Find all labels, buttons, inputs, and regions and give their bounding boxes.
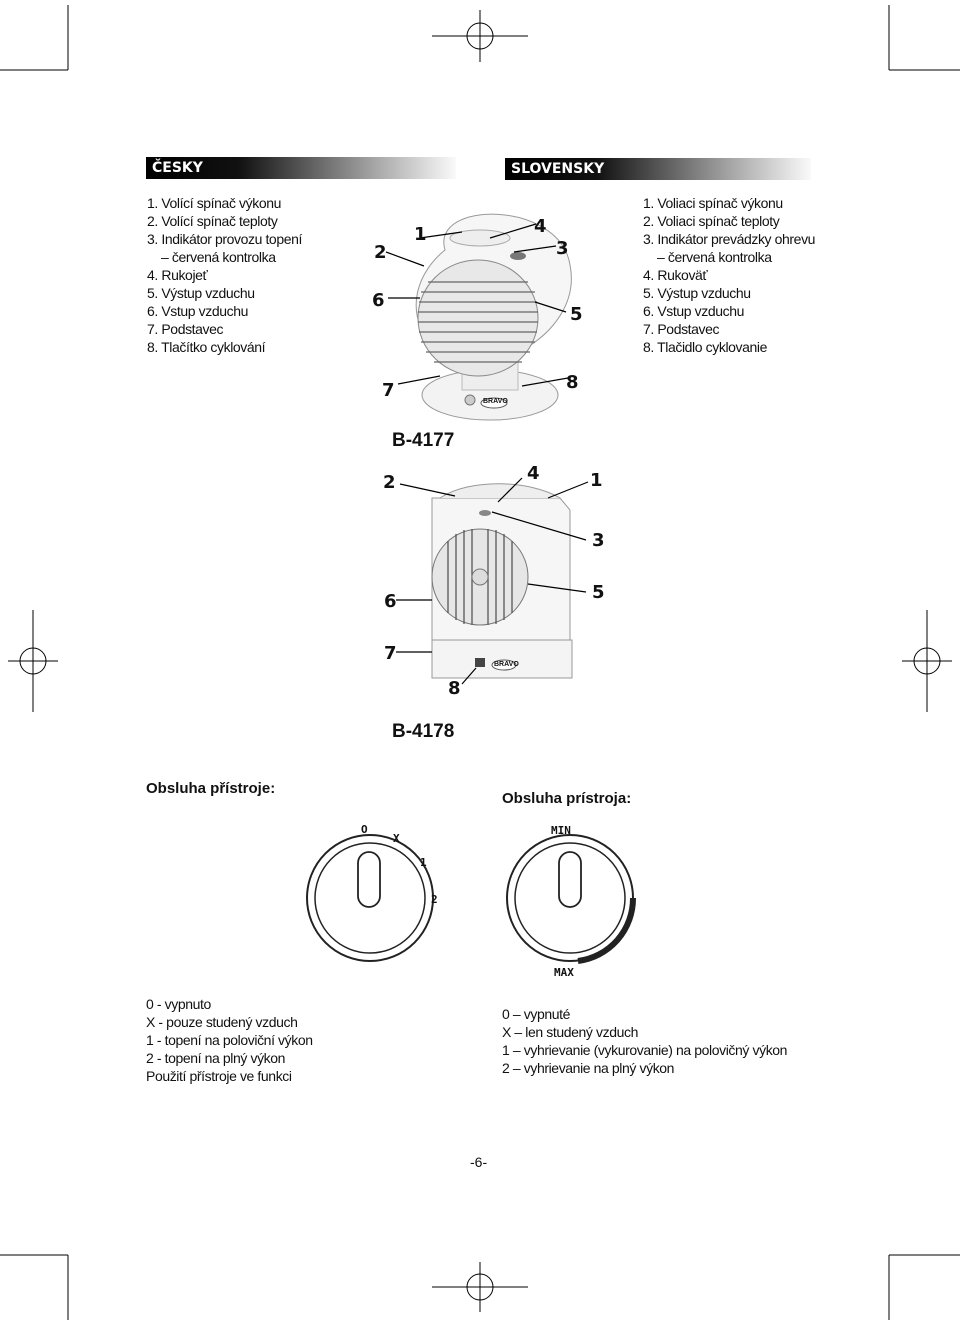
callout-b-4: 4 — [527, 463, 540, 484]
callout-a-5: 5 — [570, 304, 583, 325]
callout-a-8: 8 — [566, 372, 579, 393]
legend-item: 2 - topení na plný výkon — [146, 1050, 286, 1066]
dial-right — [506, 834, 637, 964]
legend-item: 0 - vypnuto — [146, 996, 211, 1012]
callout-b-3: 3 — [592, 530, 605, 551]
dial-right-label-max: MAX — [554, 966, 574, 979]
czech-legend: 0 - vypnuto X - pouze studený vzduch 1 -… — [146, 995, 313, 1085]
dial-left-label-2: 2 — [431, 893, 438, 906]
list-item: 3. Indikátor prevádzky ohrevu — [643, 231, 816, 247]
slovak-operation-title: Obsluha prístroja: — [502, 790, 632, 807]
list-item: 8. Tlačítko cyklování — [147, 339, 266, 355]
legend-item: X – len studený vzduch — [502, 1024, 638, 1040]
callout-b-7: 7 — [384, 643, 397, 664]
czech-operation-title: Obsluha přístroje: — [146, 780, 276, 797]
callout-b-5: 5 — [592, 582, 605, 603]
heater-b4178-illustration — [431, 483, 573, 679]
list-item: 3. Indikátor provozu topení — [147, 231, 302, 247]
list-item: 4. Rukojeť — [147, 267, 208, 283]
callout-a-7: 7 — [382, 380, 395, 401]
legend-item: 0 – vypnuté — [502, 1006, 570, 1022]
list-item: 5. Výstup vzduchu — [643, 285, 751, 301]
dial-left — [306, 834, 434, 962]
callout-a-6: 6 — [372, 290, 385, 311]
list-item: – červená kontrolka — [657, 249, 772, 265]
heater-b4177-illustration — [415, 213, 572, 421]
callout-b-8: 8 — [448, 678, 461, 699]
list-item: 6. Vstup vzduchu — [643, 303, 744, 319]
leader-lines-b4178 — [396, 477, 589, 685]
callout-b-6: 6 — [384, 591, 397, 612]
dial-left-label-1: 1 — [420, 856, 427, 869]
list-item: 1. Voliaci spínač výkonu — [643, 195, 783, 211]
dial-left-label-o: O — [361, 823, 368, 836]
legend-item: Použití přístroje ve funkci — [146, 1068, 292, 1084]
list-item: 2. Voliaci spínač teploty — [643, 213, 780, 229]
dial-left-label-x: X — [393, 832, 400, 845]
legend-item: 1 – vyhrievanie (vykurovanie) na polovič… — [502, 1042, 788, 1058]
callout-a-1: 1 — [414, 224, 427, 245]
legend-item: 2 – vyhrievanie na plný výkon — [502, 1060, 675, 1076]
callout-b-1: 1 — [590, 470, 603, 491]
section-header-czech: ČESKY — [146, 157, 456, 179]
list-item: 2. Volící spínač teploty — [147, 213, 278, 229]
list-item: 7. Podstavec — [643, 321, 720, 337]
list-item: 8. Tlačidlo cyklovanie — [643, 339, 768, 355]
registration-marks — [0, 5, 960, 1320]
czech-parts-list: 1. Volící spínač výkonu 2. Volící spínač… — [147, 194, 302, 356]
leader-lines-b4177 — [385, 223, 569, 387]
list-item: 5. Výstup vzduchu — [147, 285, 255, 301]
list-item: 4. Rukoväť — [643, 267, 708, 283]
slovak-parts-list: 1. Voliaci spínač výkonu 2. Voliaci spín… — [643, 194, 815, 356]
callout-a-4: 4 — [534, 216, 547, 237]
legend-item: X - pouze studený vzduch — [146, 1014, 298, 1030]
list-item: 1. Volící spínač výkonu — [147, 195, 281, 211]
section-header-slovak: SLOVENSKY — [505, 158, 811, 180]
model-label-a: B-4177 — [392, 430, 455, 451]
list-item: 6. Vstup vzduchu — [147, 303, 248, 319]
callout-a-2: 2 — [374, 242, 387, 263]
model-label-b: B-4178 — [392, 721, 455, 742]
brand-logo-b: BRAVO — [494, 661, 519, 668]
slovak-legend: 0 – vypnuté X – len studený vzduch 1 – v… — [502, 1005, 787, 1077]
list-item: 7. Podstavec — [147, 321, 224, 337]
callout-a-3: 3 — [556, 238, 569, 259]
legend-item: 1 - topení na poloviční výkon — [146, 1032, 313, 1048]
page-number: -6- — [470, 1154, 488, 1170]
list-item: – červená kontrolka — [161, 249, 276, 265]
brand-logo-a: BRAVO — [483, 398, 508, 405]
dial-right-label-min: MIN — [551, 824, 571, 837]
callout-b-2: 2 — [383, 472, 396, 493]
